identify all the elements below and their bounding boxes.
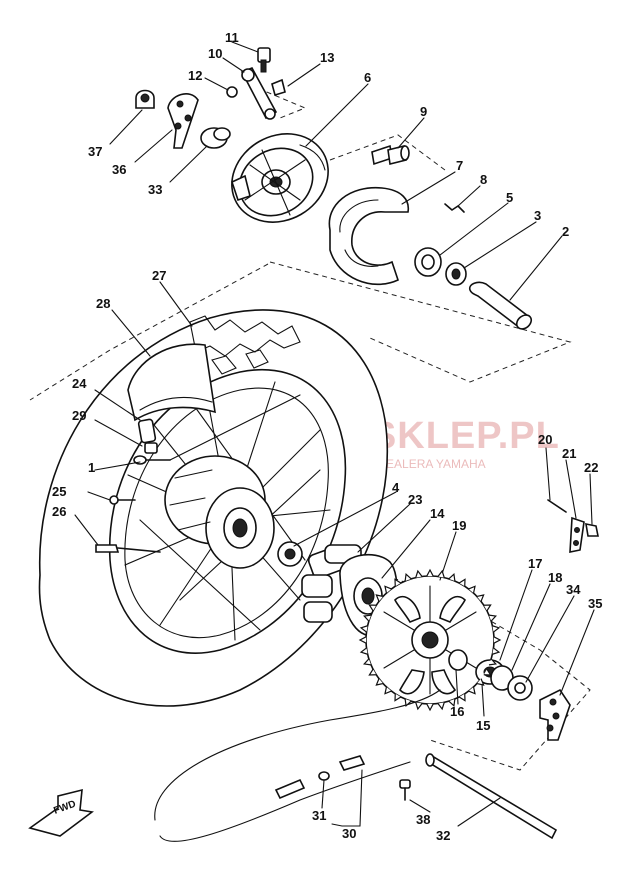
callout-38: 38 — [416, 812, 430, 827]
callout-30: 30 — [342, 826, 356, 841]
callout-25: 25 — [52, 484, 66, 499]
callout-18: 18 — [548, 570, 562, 585]
sprocket-tooth — [363, 658, 372, 666]
callout-22: 22 — [584, 460, 598, 475]
brake-cam — [371, 144, 410, 166]
sprocket-tooth — [458, 578, 466, 587]
sprocket-tooth — [476, 678, 485, 686]
sprocket-tooth — [415, 702, 423, 711]
sprocket-tooth — [375, 678, 384, 686]
callout-28: 28 — [96, 296, 110, 311]
callout-16: 16 — [450, 704, 464, 719]
callout-23: 23 — [408, 492, 422, 507]
callout-2: 2 — [562, 224, 569, 239]
valve-parts — [95, 418, 171, 553]
sprocket-tooth — [468, 686, 476, 695]
tube-rim-band — [127, 343, 216, 422]
callout-32: 32 — [436, 828, 450, 843]
sprocket-teeth — [358, 568, 502, 712]
spacer-4 — [277, 541, 303, 567]
brake-shoes — [328, 186, 465, 285]
tube — [127, 343, 216, 422]
callout-15: 15 — [476, 718, 490, 733]
sprocket-tooth — [426, 703, 434, 712]
callout-12: 12 — [188, 68, 202, 83]
sprocket-tooth — [359, 625, 368, 633]
callout-37: 37 — [88, 144, 102, 159]
rear-wheel — [38, 309, 389, 707]
chain-adjust-bolts — [547, 499, 599, 553]
callout-19: 19 — [452, 518, 466, 533]
sprocket-tooth — [437, 569, 445, 578]
sprocket-tooth — [358, 636, 367, 644]
callout-36: 36 — [112, 162, 126, 177]
callout-35: 35 — [588, 596, 602, 611]
callout-9: 9 — [420, 104, 427, 119]
callout-3: 3 — [534, 208, 541, 223]
chain-adjuster — [539, 688, 571, 741]
sprocket-tooth — [492, 625, 501, 633]
sprocket-tooth — [415, 569, 423, 578]
rear-sprocket — [365, 575, 495, 705]
sprocket-tooth — [448, 573, 456, 582]
sprocket-tooth — [437, 702, 445, 711]
sprocket-tooth — [483, 604, 492, 612]
callout-6: 6 — [364, 70, 371, 85]
callout-14: 14 — [430, 506, 445, 521]
callout-8: 8 — [480, 172, 487, 187]
callout-33: 33 — [148, 182, 162, 197]
sprocket-tooth — [404, 698, 412, 707]
callout-17: 17 — [528, 556, 542, 571]
callout-5: 5 — [506, 190, 513, 205]
sprocket-tooth — [468, 585, 476, 594]
sprocket-tooth — [394, 693, 402, 702]
sprocket-tooth — [363, 614, 372, 622]
callout-24: 24 — [72, 376, 87, 391]
callout-10: 10 — [208, 46, 222, 61]
drive-chain — [154, 689, 441, 842]
sprocket-tooth — [394, 578, 402, 587]
sprocket-tooth — [483, 668, 492, 676]
callout-13: 13 — [320, 50, 334, 65]
callout-4: 4 — [392, 480, 400, 495]
sprocket-tooth — [375, 594, 384, 602]
sprocket-tooth — [493, 636, 502, 644]
callout-20: 20 — [538, 432, 552, 447]
sprocket-tooth — [426, 568, 434, 577]
sprocket-tooth — [492, 647, 501, 655]
sprocket-tooth — [368, 604, 377, 612]
callout-26: 26 — [52, 504, 66, 519]
torque-arm-parts — [135, 89, 231, 149]
callout-34: 34 — [566, 582, 581, 597]
sprocket-tooth — [368, 668, 377, 676]
sprocket-tooth — [476, 594, 485, 602]
brake-plate — [231, 133, 329, 223]
callout-7: 7 — [456, 158, 463, 173]
sprocket-tooth — [488, 658, 497, 666]
callout-27: 27 — [152, 268, 166, 283]
sprocket-tooth — [384, 585, 392, 594]
sprocket-tooth — [384, 686, 392, 695]
leader-lines — [74, 41, 595, 827]
brake-cam-lever — [226, 47, 286, 120]
callout-labels: 11 10 12 13 6 9 7 8 5 3 2 37 36 33 27 28… — [52, 30, 602, 843]
callout-11: 11 — [225, 30, 239, 45]
sprocket-tooth — [488, 614, 497, 622]
sprocket-tooth — [404, 573, 412, 582]
sprocket-tooth — [359, 647, 368, 655]
callout-21: 21 — [562, 446, 576, 461]
sprocket-tooth — [448, 698, 456, 707]
callout-29: 29 — [72, 408, 86, 423]
sprocket-washers — [448, 649, 533, 701]
fwd-arrow: FWD — [28, 788, 94, 837]
sprocket-tooth — [458, 693, 466, 702]
rear-axle — [399, 753, 558, 840]
callout-1: 1 — [88, 460, 95, 475]
bearing-set — [414, 247, 533, 330]
callout-31: 31 — [312, 808, 326, 823]
